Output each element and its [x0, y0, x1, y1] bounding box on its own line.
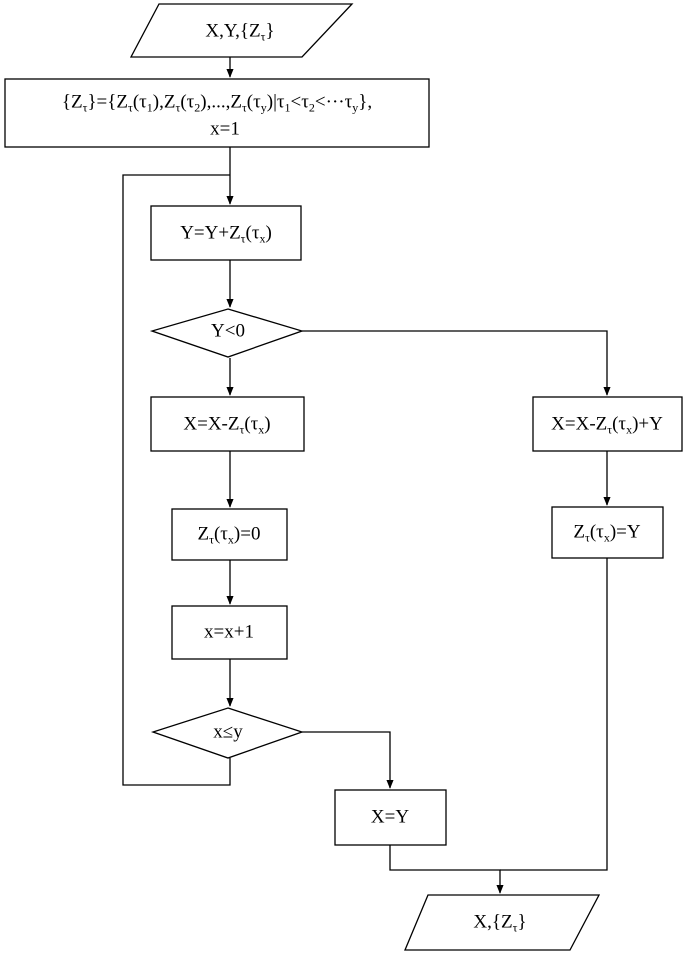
output-label: X,{Zτ}	[473, 911, 527, 935]
zero-z-label: Zτ(τx)=0	[197, 523, 261, 547]
assign-box	[334, 789, 447, 846]
update-x-left-box	[150, 396, 305, 452]
edge-loop-back	[122, 174, 231, 786]
update-y-box	[150, 205, 302, 261]
input-parallelogram	[129, 3, 354, 58]
decision-x-label: x≤y	[213, 721, 243, 743]
edge-decision-x-to-assign	[302, 731, 394, 789]
edge-set-z-to-output	[500, 558, 608, 871]
update-x-right-label: X=X-Zτ(τx)+Y	[551, 413, 663, 437]
edge-decision-to-right-branch	[302, 330, 611, 396]
update-y-label: Y=Y+Zτ(τx)	[180, 222, 272, 246]
increment-label: x=x+1	[204, 621, 254, 643]
assign-label: X=Y	[370, 806, 410, 828]
decision-x-diamond	[150, 707, 305, 759]
init-label-line1: {Zτ}={Zτ(τ1),Zτ(τ2),...,Zτ(τy)|τ1<τ2<···…	[61, 91, 373, 115]
decision-y-label: Y<0	[211, 320, 245, 342]
input-label: X,Y,{Zτ}	[205, 20, 275, 44]
output-parallelogram	[404, 894, 601, 951]
init-label-line2: x=1	[210, 118, 240, 140]
set-z-y-box	[551, 506, 664, 559]
edge-assign-to-output	[389, 845, 504, 894]
update-x-right-box	[532, 396, 683, 452]
increment-box	[171, 605, 288, 660]
init-box	[4, 78, 430, 148]
zero-z-box	[171, 508, 288, 561]
update-x-left-label: X=X-Zτ(τx)	[183, 413, 271, 437]
decision-y-diamond	[149, 308, 305, 358]
set-z-y-label: Zτ(τx)=Y	[573, 521, 641, 545]
